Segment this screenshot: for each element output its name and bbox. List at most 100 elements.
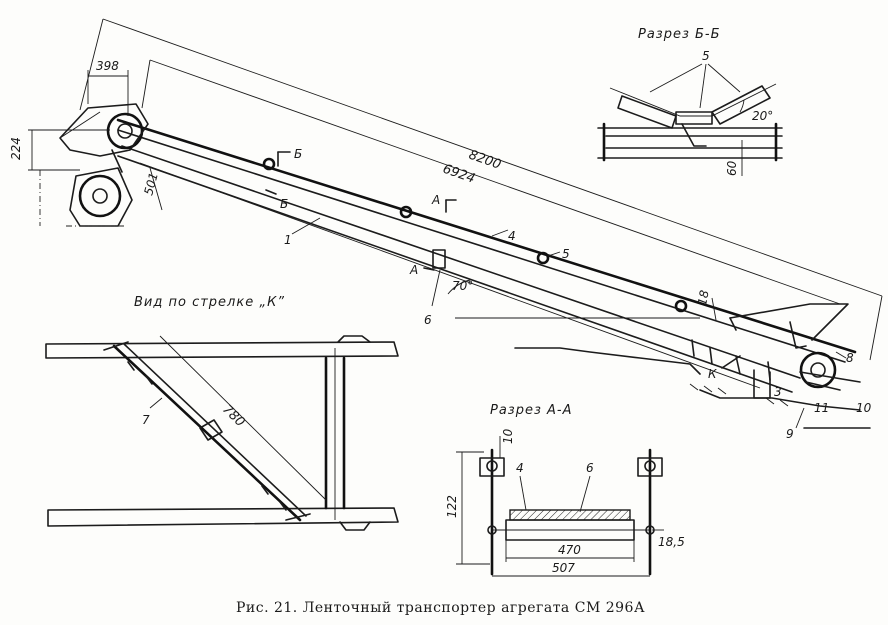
dim-122: 122 bbox=[445, 495, 459, 518]
part-10: 10 bbox=[856, 401, 872, 415]
ext-line-right bbox=[869, 295, 883, 361]
idler-roller-3 bbox=[536, 251, 550, 265]
leader-6-aa bbox=[579, 475, 591, 513]
part-6: 6 bbox=[424, 313, 432, 327]
loading-hopper bbox=[729, 303, 849, 341]
diagonal-brace-a bbox=[112, 344, 302, 522]
section-aa-upper-brackets bbox=[479, 457, 663, 477]
angle-arc-70 bbox=[447, 279, 471, 295]
diagonal-brace-b bbox=[123, 343, 307, 517]
view-k-title: Вид по стрелке „К” bbox=[134, 295, 285, 310]
frame-rail-inner bbox=[117, 129, 846, 363]
return-roller bbox=[432, 249, 446, 269]
dim-18-5: 18,5 bbox=[658, 535, 685, 549]
belt-upper bbox=[121, 145, 801, 379]
leader-5 bbox=[547, 251, 561, 257]
upper-beam bbox=[45, 341, 399, 359]
brace-bolts bbox=[127, 361, 287, 511]
dim-18: 18 bbox=[695, 289, 712, 307]
view-k: Вид по стрелке „К” 780 7 bbox=[45, 295, 399, 531]
section-aa-view: Разрез А-А 4 6 10 122 470 507 18 bbox=[445, 403, 685, 577]
head-housing bbox=[59, 103, 149, 157]
support-legs bbox=[691, 339, 771, 381]
section-mark-b-upper: Б bbox=[294, 147, 302, 161]
part-1: 1 bbox=[284, 233, 292, 247]
hopper-support bbox=[789, 321, 807, 349]
ground-hatch bbox=[689, 383, 789, 407]
section-aa-arrow-lower bbox=[423, 267, 435, 271]
leader-8 bbox=[835, 351, 847, 359]
upper-beam-clamp bbox=[337, 335, 371, 343]
vertical-post bbox=[324, 356, 346, 510]
section-mark-a-lower: А bbox=[409, 263, 418, 277]
ground-line bbox=[699, 389, 861, 411]
ext-line-6924 bbox=[141, 59, 151, 109]
part-4-aa: 4 bbox=[516, 461, 524, 475]
dim-398: 398 bbox=[96, 59, 119, 73]
ext-line-left bbox=[79, 18, 104, 111]
section-mark-a-upper: А bbox=[431, 193, 440, 207]
tail-drum-hub bbox=[810, 362, 826, 378]
brace-turnbuckle bbox=[199, 419, 223, 441]
bracket-bolt-left bbox=[486, 460, 498, 472]
angle-20: 20° bbox=[752, 109, 773, 123]
section-bb-arrow-lower bbox=[265, 189, 277, 195]
leader-7 bbox=[149, 397, 163, 409]
frame-channel-bb bbox=[597, 127, 783, 159]
leader-9 bbox=[795, 407, 805, 429]
leader-1 bbox=[291, 217, 321, 235]
dim-224: 224 bbox=[9, 137, 23, 160]
dim-line-6924 bbox=[149, 59, 841, 305]
lower-beam bbox=[47, 507, 399, 527]
leader-5-bb-a bbox=[649, 63, 703, 93]
part-8: 8 bbox=[846, 351, 854, 365]
view-k-arrow bbox=[721, 355, 741, 369]
hopper-lip bbox=[729, 317, 737, 331]
housing-edge bbox=[59, 111, 101, 139]
drive-motor-hub bbox=[92, 188, 108, 204]
section-bb-title: Разрез Б-Б bbox=[638, 27, 721, 42]
leader-4-aa bbox=[519, 475, 527, 511]
dim-507: 507 bbox=[552, 561, 575, 575]
part-7: 7 bbox=[142, 413, 150, 427]
leader-4 bbox=[491, 229, 509, 237]
idler-roller-2 bbox=[399, 205, 413, 219]
tail-drum bbox=[799, 351, 837, 389]
part-4: 4 bbox=[508, 229, 516, 243]
roller-bracket bbox=[681, 123, 707, 147]
section-aa-title: Разрез А-А bbox=[490, 403, 573, 418]
frame-lower-edge bbox=[139, 162, 761, 389]
frame-channel-ends bbox=[602, 122, 778, 162]
dim-10: 10 bbox=[501, 428, 515, 444]
dim-501: 501 bbox=[141, 171, 160, 197]
angle-arc-20 bbox=[739, 99, 745, 113]
dim-60: 60 bbox=[725, 160, 739, 176]
dim-6924: 6924 bbox=[441, 162, 477, 187]
tensioner-screw bbox=[799, 371, 861, 391]
dim-780: 780 bbox=[219, 402, 247, 430]
head-drum-hub bbox=[117, 123, 133, 139]
idler-roller-1 bbox=[262, 157, 276, 171]
brace-end-plates bbox=[103, 341, 311, 521]
part-6-aa: 6 bbox=[586, 461, 594, 475]
dim-8200: 8200 bbox=[467, 148, 503, 173]
dim-line-780 bbox=[159, 335, 327, 501]
main-conveyor-view: 8200 6924 398 224 501 Б Б А А 70° 6 bbox=[9, 18, 883, 441]
drive-motor-pulley bbox=[78, 174, 122, 218]
figure-caption: Рис. 21. Ленточный транспортер агрегата … bbox=[236, 600, 645, 616]
section-bb-view: Разрез Б-Б 5 20° 60 bbox=[597, 27, 783, 176]
lower-beam-clamp bbox=[339, 521, 371, 531]
part-5-bb: 5 bbox=[702, 49, 710, 63]
troughing-roller-right bbox=[711, 85, 771, 125]
part-5: 5 bbox=[562, 247, 570, 261]
frame-upper-rail bbox=[116, 118, 857, 354]
leader-6 bbox=[431, 269, 441, 307]
section-mark-b-lower: Б bbox=[280, 197, 288, 211]
dim-470: 470 bbox=[558, 543, 581, 557]
angle-70: 70° bbox=[452, 279, 473, 293]
dim-line-18 bbox=[711, 297, 717, 321]
head-drum bbox=[106, 112, 144, 150]
leader-5-bb-b bbox=[699, 63, 707, 109]
